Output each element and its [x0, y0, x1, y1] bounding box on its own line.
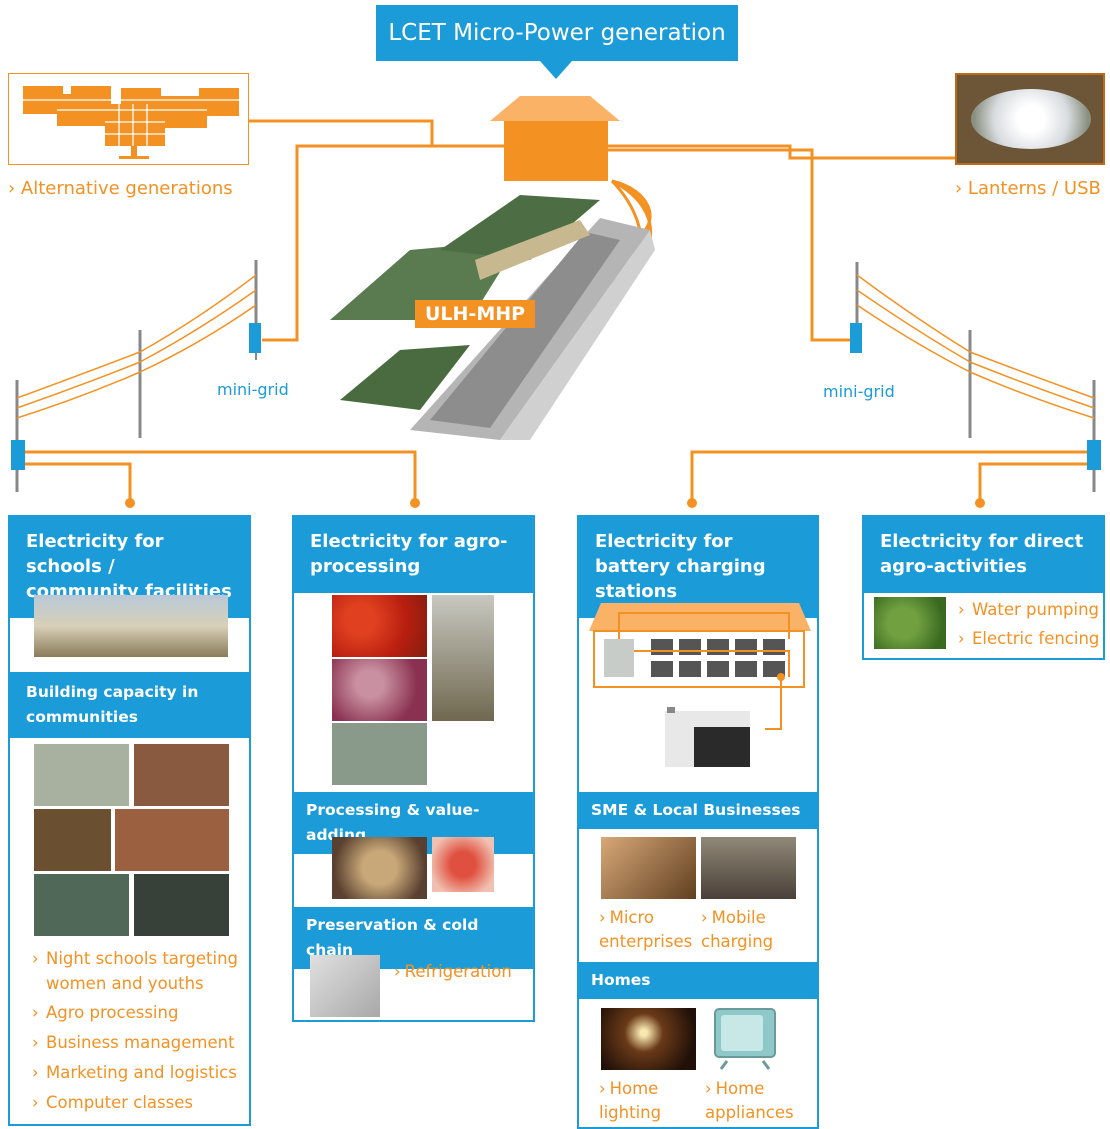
- television-icon: [714, 1008, 776, 1070]
- right-power-poles: [855, 262, 1096, 492]
- list-item: Night schools targeting women and youths: [30, 946, 245, 996]
- house-roof: [490, 96, 620, 121]
- mini-grid-right-label: mini-grid: [823, 382, 895, 401]
- agro-processing-header: Electricity for agro-processing: [294, 515, 533, 593]
- refrigerator-photo: [310, 955, 380, 1017]
- home-lighting-text: Home lighting: [599, 1079, 662, 1122]
- agro-processing-column: Electricity for agro-processing Processi…: [292, 515, 535, 1022]
- training-photo-6: [134, 874, 229, 936]
- onions-photo: [332, 659, 427, 721]
- mobile-charging-text: Mobile charging: [701, 908, 774, 951]
- training-photo-2: [134, 744, 229, 806]
- list-item: Marketing and logistics: [30, 1060, 245, 1085]
- refrigeration-text: Refrigeration: [404, 962, 512, 981]
- micro-enterprises-text: Micro enterprises: [599, 908, 693, 951]
- lanterns-usb-label: › Lanterns / USB: [955, 178, 1101, 199]
- alternative-generations-label: › Alternative generations: [8, 178, 233, 199]
- homes-header: Homes: [579, 962, 817, 999]
- house-body: [504, 121, 608, 181]
- mini-grid-left-label: mini-grid: [217, 380, 289, 399]
- sme-header: SME & Local Businesses: [579, 792, 817, 829]
- list-item: Business management: [30, 1030, 245, 1055]
- processing-photo-1: [332, 837, 427, 899]
- list-item: Agro processing: [30, 1000, 245, 1025]
- building-capacity-header: Building capacity in communities: [10, 672, 249, 738]
- direct-agro-bullet-list: Water pumping Electric fencing: [956, 597, 1106, 651]
- refrigeration-label: ›Refrigeration: [394, 962, 512, 981]
- micro-enterprise-photo: [601, 837, 696, 899]
- school-building-photo: [34, 595, 228, 657]
- schools-bullet-list: Night schools targeting women and youths…: [30, 946, 245, 1115]
- list-item: Water pumping: [956, 597, 1106, 622]
- ulh-mhp-label: ULH-MHP: [415, 300, 536, 328]
- direct-agro-column: Electricity for direct agro-activities W…: [862, 515, 1105, 660]
- home-appliances-text: Home appliances: [705, 1079, 794, 1122]
- processing-photo-2: [432, 837, 494, 892]
- battery-charging-column: Electricity for battery charging station…: [577, 515, 819, 1129]
- water-pumping-photo: [874, 597, 946, 649]
- mobile-phones-photo: [701, 837, 796, 899]
- grinding-machine-photo: [332, 723, 427, 785]
- training-photo-1: [34, 744, 129, 806]
- training-photo-5: [34, 874, 129, 936]
- direct-agro-header: Electricity for direct agro-activities: [864, 515, 1103, 593]
- list-item: Computer classes: [30, 1090, 245, 1115]
- hydro-plant-illustration: [330, 195, 655, 440]
- home-lighting-photo: [601, 1008, 696, 1070]
- diagram-title: LCET Micro-Power generation: [376, 5, 738, 61]
- schools-column: Electricity for schools / community faci…: [8, 515, 251, 1126]
- home-lighting-label: ›Home lighting: [599, 1079, 662, 1122]
- tomatoes-photo: [332, 595, 427, 657]
- training-photo-4: [115, 809, 229, 871]
- charging-station-icon: [589, 603, 811, 767]
- training-photo-3: [34, 809, 111, 871]
- list-item: Electric fencing: [956, 626, 1106, 651]
- title-arrow: [540, 61, 572, 79]
- home-appliances-label: ›Home appliances: [705, 1079, 794, 1122]
- solar-panels-box: [8, 73, 249, 165]
- lantern-photo: [955, 73, 1105, 165]
- battery-charging-header: Electricity for battery charging station…: [579, 515, 817, 618]
- left-power-poles: [15, 260, 258, 492]
- press-machine-photo: [432, 595, 494, 721]
- mobile-charging-label: ›Mobile charging: [701, 908, 774, 951]
- solar-panel-icon: [23, 86, 239, 159]
- micro-enterprises-label: ›Micro enterprises: [599, 908, 693, 951]
